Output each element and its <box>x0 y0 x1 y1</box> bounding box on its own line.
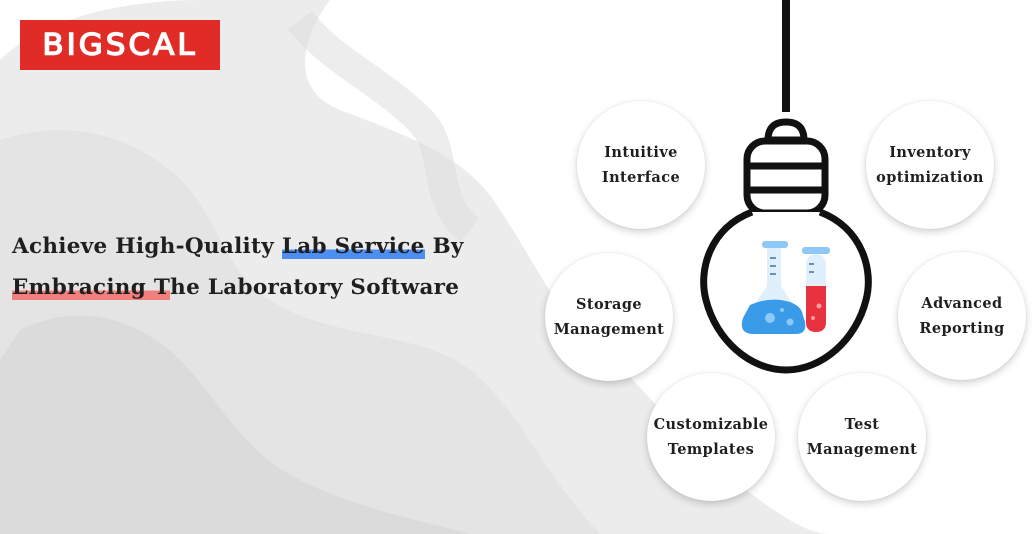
feature-label-line-2: optimization <box>876 169 984 186</box>
feature-intuitive-interface: Intuitive Interface <box>577 101 705 229</box>
headline-line-2: Embracing The Laboratory Software <box>12 267 532 308</box>
light-bulb-icon <box>700 0 872 374</box>
feature-test-management: Test Management <box>798 373 926 501</box>
feature-label-line-2: Reporting <box>919 320 1005 337</box>
feature-label-line-1: Advanced <box>921 295 1003 312</box>
feature-customizable-templates: Customizable Templates <box>647 373 775 501</box>
headline-line-1-end: By <box>424 234 464 259</box>
feature-label-line-2: Templates <box>667 441 755 458</box>
bigscal-logo[interactable]: BIGSCAL <box>20 20 220 70</box>
headline-highlight-lab-service: Lab Service <box>281 234 425 259</box>
feature-label: Customizable Templates <box>654 412 769 462</box>
feature-label-line-1: Test <box>844 416 880 433</box>
page-headline: Achieve High-Quality Lab Service By Embr… <box>12 226 532 308</box>
feature-label-line-1: Intuitive <box>604 144 678 161</box>
feature-label: Advanced Reporting <box>919 291 1004 341</box>
feature-label: Test Management <box>807 412 918 462</box>
headline-line-1: Achieve High-Quality Lab Service By <box>12 226 532 267</box>
feature-storage-management: Storage Management <box>545 253 673 381</box>
feature-label: Storage Management <box>554 292 665 342</box>
headline-line-1-text: Achieve High-Quality <box>12 234 282 259</box>
headline-highlight-embracing: Embracing T <box>12 275 171 300</box>
headline-line-2-text: he Laboratory Software <box>170 275 460 300</box>
feature-advanced-reporting: Advanced Reporting <box>898 252 1026 380</box>
test-tube-icon <box>802 247 830 332</box>
lab-flask-icon <box>741 241 806 334</box>
feature-label-line-1: Inventory <box>889 144 971 161</box>
feature-label-line-2: Interface <box>601 169 681 186</box>
feature-label-line-2: Management <box>806 441 918 458</box>
feature-inventory-optimization: Inventory optimization <box>866 101 994 229</box>
feature-label: Inventory optimization <box>876 140 984 190</box>
feature-label-line-1: Storage <box>575 296 643 313</box>
feature-label-line-2: Management <box>553 321 665 338</box>
logo-text: BIGSCAL <box>42 27 198 63</box>
feature-label: Intuitive Interface <box>602 140 680 190</box>
feature-label-line-1: Customizable <box>653 416 769 433</box>
